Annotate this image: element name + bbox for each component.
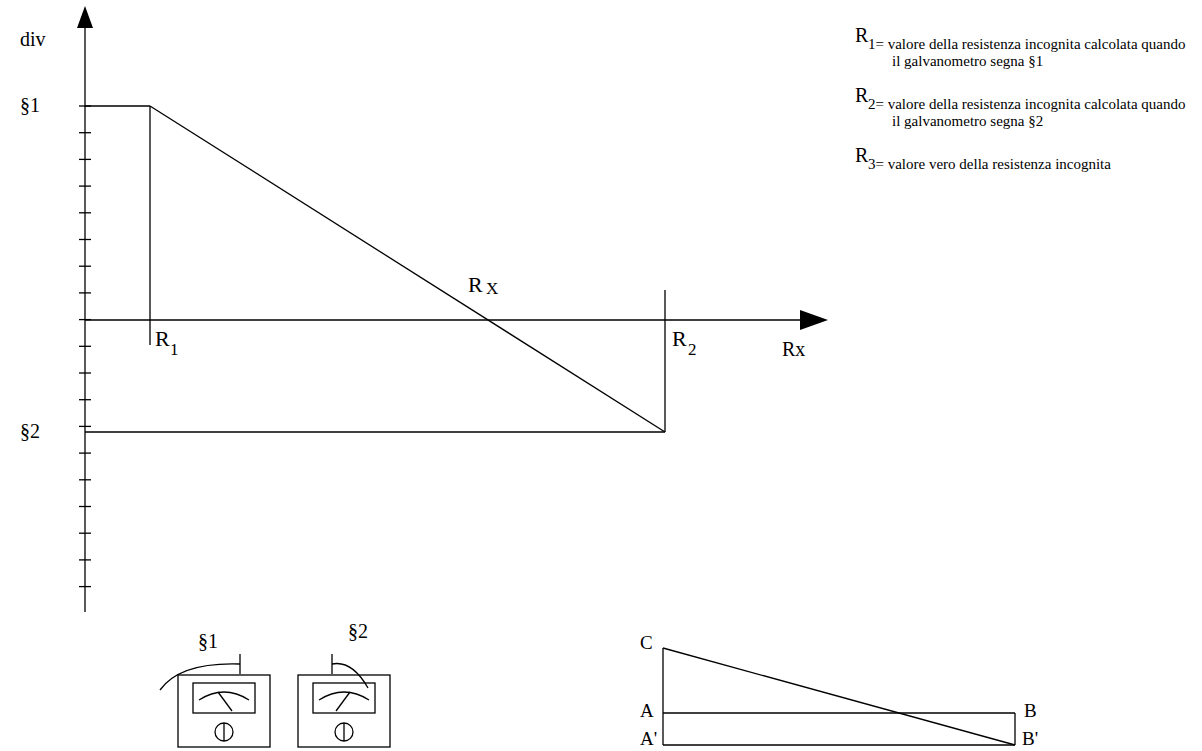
meter-needle <box>336 692 350 711</box>
axis-tick <box>79 319 91 320</box>
note-text: 2= valore della resistenza incognita cal… <box>868 96 1186 131</box>
interpolation-line <box>150 106 665 432</box>
axis-tick <box>79 559 91 560</box>
axis-tick <box>79 212 91 213</box>
meter-value: §1 <box>198 630 218 653</box>
axis-tick <box>79 266 91 267</box>
axis-tick <box>79 586 91 587</box>
note-symbol: R <box>855 144 868 167</box>
axis-tick <box>79 185 91 186</box>
axis-tick <box>79 426 91 427</box>
axis-value: §2 <box>20 420 40 443</box>
axis-ticks <box>79 106 91 587</box>
level-line <box>85 105 150 106</box>
subscript: 2 <box>688 340 697 360</box>
note-text: 1= valore della resistenza incognita cal… <box>868 36 1186 71</box>
axis-arrow <box>77 6 93 28</box>
meter-scale <box>319 692 369 700</box>
axis-tick <box>79 159 91 160</box>
note-symbol: R <box>855 84 868 107</box>
r2-line <box>664 290 665 432</box>
axis-tick <box>79 479 91 480</box>
point-label: C <box>640 632 653 654</box>
axis-arrow <box>800 310 828 330</box>
meter-knob <box>215 723 233 741</box>
deflection-arc <box>160 664 240 690</box>
figure-line <box>663 744 1015 745</box>
galvanometer <box>178 675 270 747</box>
note-text: 3= valore vero della resistenza incognit… <box>868 156 1111 173</box>
level-line <box>85 431 665 432</box>
meter-value: §2 <box>348 620 368 643</box>
figure-line <box>1014 713 1015 745</box>
knob-mark <box>223 723 224 741</box>
resistance-symbol: R <box>468 272 483 297</box>
subscript: X <box>486 279 498 299</box>
axis-tick <box>79 372 91 373</box>
x-axis <box>85 319 802 320</box>
figure-line <box>662 648 663 745</box>
point-label: B <box>1024 700 1037 722</box>
point-label: B' <box>1022 728 1038 750</box>
knob-mark <box>343 723 344 741</box>
subscript: 1 <box>170 340 179 360</box>
axis-label: Rx <box>782 338 805 361</box>
meter-knob <box>335 723 353 741</box>
axis-tick <box>79 533 91 534</box>
resistance-symbol: R <box>672 326 687 351</box>
axis-tick <box>79 399 91 400</box>
axis-label: div <box>20 28 46 51</box>
y-axis <box>84 22 85 612</box>
note-symbol: R <box>855 24 868 47</box>
point-label: A' <box>640 728 657 750</box>
axis-tick <box>79 239 91 240</box>
meter-screen <box>193 683 255 713</box>
figure-line <box>663 648 1015 745</box>
axis-value: §1 <box>20 94 40 117</box>
meter-scale <box>199 692 249 700</box>
axis-tick <box>79 346 91 347</box>
meter-needle <box>218 692 232 711</box>
axis-tick <box>79 292 91 293</box>
axis-tick <box>79 452 91 453</box>
figure-line <box>663 712 1015 713</box>
axis-tick <box>79 132 91 133</box>
resistance-symbol: R <box>155 326 170 351</box>
galvanometer <box>298 675 390 747</box>
axis-tick <box>79 506 91 507</box>
meter-screen <box>313 683 375 713</box>
point-label: A <box>640 700 654 722</box>
r1-line <box>149 106 150 345</box>
deflection-arc <box>332 664 368 689</box>
zero-mark <box>239 654 240 674</box>
